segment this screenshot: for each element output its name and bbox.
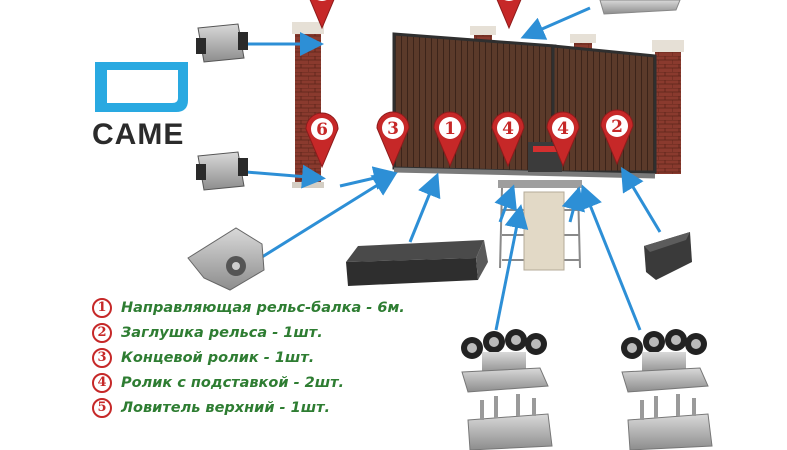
- legend-label: Направляющая рельс-балка - 6м.: [121, 299, 405, 316]
- legend-item: 4 Ролик с подставкой - 2шт.: [92, 370, 412, 395]
- map-pin-7: 7: [496, 0, 522, 30]
- legend-label: Ловитель верхний - 1шт.: [121, 399, 331, 416]
- pin-number: 4: [502, 119, 514, 139]
- legend-number: 5: [92, 397, 112, 418]
- legend-number: 1: [92, 297, 112, 318]
- map-pin-1: 1: [433, 111, 467, 168]
- top-catcher-part: [196, 23, 248, 63]
- pin-number: 2: [611, 117, 623, 137]
- map-pin-6: 6: [305, 112, 339, 169]
- legend-number: 4: [92, 372, 112, 393]
- map-pin-3: 3: [376, 111, 410, 168]
- legend-item: 2 Заглушка рельса - 1шт.: [92, 320, 412, 345]
- legend-item: 5 Ловитель верхний - 1шт.: [92, 395, 412, 420]
- roller-carriage-left: [461, 329, 553, 450]
- legend-label: Заглушка рельса - 1шт.: [121, 324, 323, 341]
- map-pin-2: 2: [600, 109, 634, 166]
- pin-number: 3: [387, 119, 399, 139]
- right-pillar: [652, 40, 684, 174]
- side-catcher-part: [196, 151, 248, 191]
- pin-number: 6: [316, 120, 328, 140]
- came-logo: [95, 62, 188, 112]
- legend-item: 1 Направляющая рельс-балка - 6м.: [92, 295, 412, 320]
- rail-beam-part: [346, 240, 488, 286]
- roller-carriage-right: [621, 329, 713, 450]
- pin-number: 1: [444, 119, 456, 139]
- legend-label: Ролик с подставкой - 2шт.: [121, 374, 345, 391]
- foundation-frame: [498, 180, 582, 271]
- parts-legend: 1 Направляющая рельс-балка - 6м. 2 Заглу…: [92, 295, 412, 420]
- top-right-part: [599, 0, 681, 15]
- map-pin-4a: 4: [491, 111, 525, 168]
- pin-number: 7: [503, 0, 515, 1]
- pin-number: 5: [316, 0, 328, 1]
- legend-item: 3 Концевой ролик - 1шт.: [92, 345, 412, 370]
- left-pillar: [292, 22, 324, 188]
- pin-number: 4: [557, 119, 569, 139]
- pins-layer: 6 3 1 4 4 2 5 7: [305, 0, 634, 169]
- legend-number: 2: [92, 322, 112, 343]
- legend-label: Концевой ролик - 1шт.: [121, 349, 315, 366]
- end-roller-part: [187, 227, 265, 291]
- map-pin-4b: 4: [546, 111, 580, 168]
- logo-wordmark: CAME: [92, 118, 185, 151]
- pointer-arrows: [245, 6, 662, 331]
- map-pin-5: 5: [309, 0, 335, 30]
- rail-cap-part: [644, 232, 692, 280]
- legend-number: 3: [92, 347, 112, 368]
